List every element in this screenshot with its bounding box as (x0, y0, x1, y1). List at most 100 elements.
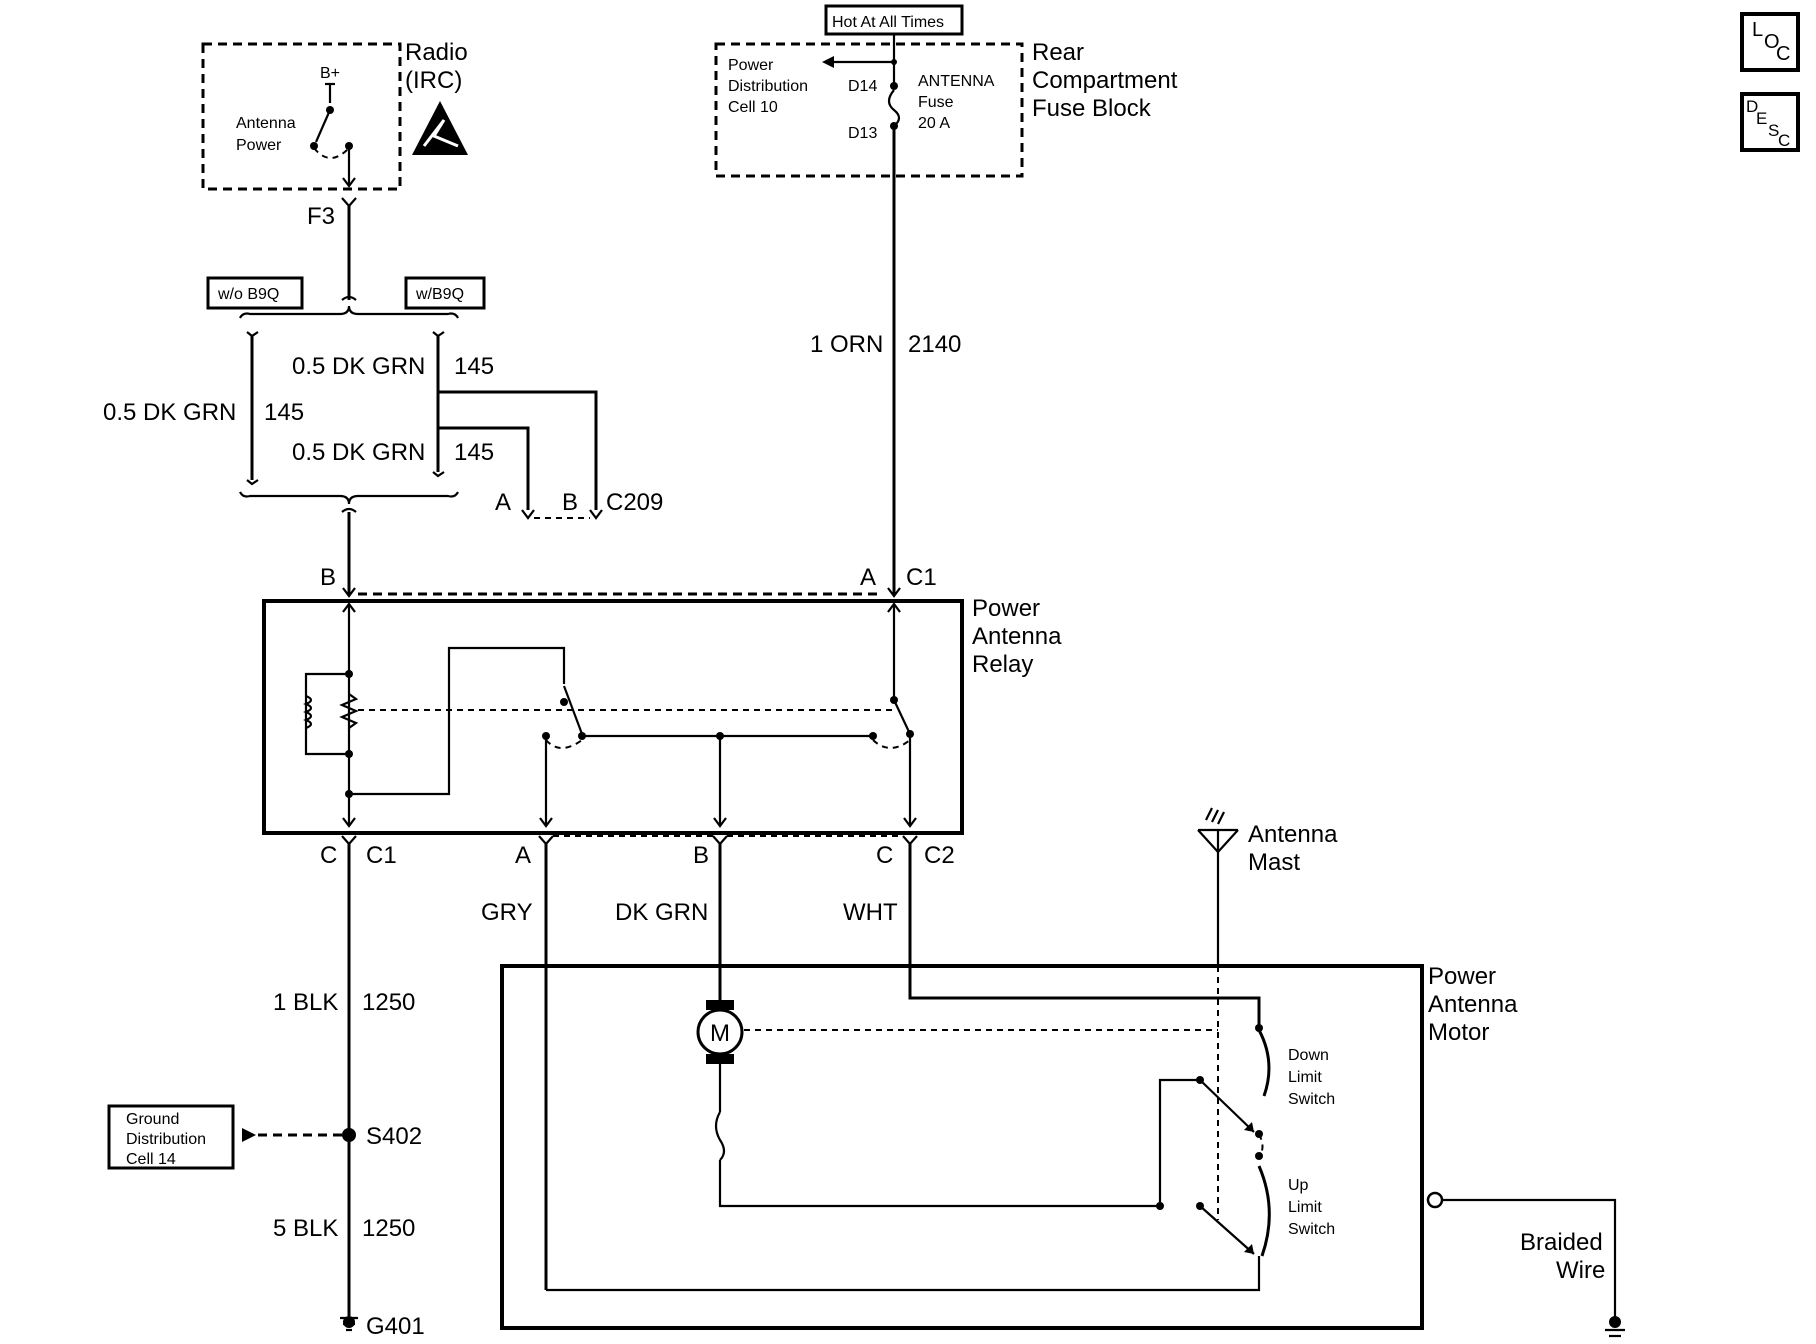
svg-text:L: L (1752, 19, 1763, 41)
svg-text:w/B9Q: w/B9Q (415, 286, 464, 303)
wire-gry-label: GRY (481, 899, 533, 926)
svg-text:D: D (1746, 97, 1758, 116)
wire-blk1-color: 1 BLK (273, 989, 338, 1016)
radio-label-2: (IRC) (405, 67, 462, 94)
svg-text:O: O (1764, 31, 1780, 53)
relay-label-1: Power (972, 595, 1040, 622)
antenna-power-label-1: Antenna (236, 115, 296, 132)
wire-dkgrn-b-circuit: 145 (454, 439, 494, 466)
fuse-icon (887, 89, 901, 127)
svg-text:Ground: Ground (126, 1111, 179, 1128)
fuse-label-2: Fuse (918, 94, 954, 111)
wire-blk5-color: 5 BLK (273, 1215, 338, 1242)
svg-text:S: S (1768, 121, 1779, 140)
relay-bottom-connector-c2: C2 (924, 842, 955, 869)
wire-wht-label: WHT (843, 899, 898, 926)
ground-distribution-box: Ground Distribution Cell 14 (107, 1104, 342, 1170)
svg-text:E: E (1756, 109, 1767, 128)
pdc-label-2: Distribution (728, 78, 808, 95)
svg-text:Switch: Switch (1288, 1091, 1335, 1108)
pin-d14: D14 (848, 78, 877, 95)
svg-text:C: C (1778, 131, 1790, 150)
motor-label-1: Power (1428, 963, 1496, 990)
esd-icon (412, 101, 468, 155)
braided-ground-icon (1605, 1316, 1625, 1338)
relay-label-2: Antenna (972, 623, 1062, 650)
c209-pin-b: B (562, 489, 578, 516)
svg-text:Down: Down (1288, 1047, 1329, 1064)
wire-dkgrn-b-color: 0.5 DK GRN (292, 439, 425, 466)
splice-s402-icon (342, 1128, 356, 1142)
bplus-label: B+ (320, 65, 340, 82)
fuse-label-3: 20 A (918, 115, 950, 132)
circuit-breaker-icon (714, 1111, 726, 1161)
option-tag-without-b9q: w/o B9Q (206, 276, 304, 310)
svg-text:Cell 14: Cell 14 (126, 1151, 176, 1168)
fuse-block-label-3: Fuse Block (1032, 95, 1152, 122)
wire-dkgrn-label: DK GRN (615, 899, 708, 926)
power-antenna-motor: Power Antenna Motor M Down Limit Switch … (500, 963, 1518, 1330)
motor-icon (696, 1008, 744, 1056)
motor-symbol: M (710, 1020, 730, 1047)
relay-bottom-pin-c2: C (876, 842, 893, 869)
hot-at-all-times-tag (824, 4, 964, 36)
svg-text:Limit: Limit (1288, 1199, 1322, 1216)
relay-bottom-pin-b: B (693, 842, 709, 869)
svg-text:Distribution: Distribution (126, 1131, 206, 1148)
ground-g401-icon (340, 1316, 358, 1332)
c209-pin-a: A (495, 489, 511, 516)
svg-text:Switch: Switch (1288, 1221, 1335, 1238)
svg-text:w/o B9Q: w/o B9Q (217, 286, 279, 303)
antenna-mast-icon (1197, 807, 1239, 966)
power-antenna-relay: Power Antenna Relay (262, 595, 1062, 835)
relay-resistor-icon (339, 693, 359, 729)
relay-coil-icon (303, 694, 313, 730)
antenna-label-1: Antenna (1248, 821, 1338, 848)
radio-label-1: Radio (405, 39, 468, 66)
splice-s402: S402 (366, 1123, 422, 1150)
relay-top-pin-a: A (860, 564, 876, 591)
svg-text:C: C (1776, 43, 1790, 65)
pin-d13: D13 (848, 125, 877, 142)
description-icon[interactable]: D E S C (1740, 92, 1800, 152)
wire-wht (908, 844, 1261, 1028)
svg-text:Hot At All Times: Hot At All Times (832, 14, 944, 31)
svg-text:Up: Up (1288, 1177, 1309, 1194)
fuse-label-1: ANTENNA (918, 73, 995, 90)
motor-label-2: Antenna (1428, 991, 1518, 1018)
pdc-label-3: Cell 10 (728, 99, 778, 116)
relay-top-connector-c1: C1 (906, 564, 937, 591)
wire-orn-circuit: 2140 (908, 331, 961, 358)
c209-connector: C209 (606, 489, 663, 516)
fuse-block-label-2: Compartment (1032, 67, 1178, 94)
relay-top-pin-b: B (320, 564, 336, 591)
location-icon[interactable]: L O C (1740, 12, 1800, 72)
wire-orn-color: 1 ORN (810, 331, 883, 358)
relay-bottom-pin-a: A (515, 842, 531, 869)
svg-text:Limit: Limit (1288, 1069, 1322, 1086)
antenna-power-label-2: Power (236, 137, 282, 154)
wire-dkgrn-main-color: 0.5 DK GRN (103, 399, 236, 426)
fuse-block: Hot At All Times Power Distribution Cell… (714, 4, 1178, 178)
wire-dkgrn-a-color: 0.5 DK GRN (292, 353, 425, 380)
relay-bottom-connector-c1: C1 (366, 842, 397, 869)
radio-component: Radio (IRC) B+ Antenna Power F3 (201, 39, 468, 230)
braided-wire (1442, 1198, 1617, 1320)
ground-g401: G401 (366, 1313, 425, 1340)
motor-label-3: Motor (1428, 1019, 1489, 1046)
wire-blk5-circuit: 1250 (362, 1215, 415, 1242)
braided-wire-label-1: Braided (1520, 1229, 1603, 1256)
antenna-label-2: Mast (1248, 849, 1300, 876)
down-limit-switch-contact (1257, 1029, 1271, 1097)
wire-dkgrn-main-circuit: 145 (264, 399, 304, 426)
wire-dkgrn-a-circuit: 145 (454, 353, 494, 380)
up-limit-switch-contact (1257, 1165, 1271, 1257)
wire-blk1-circuit: 1250 (362, 989, 415, 1016)
option-tag-with-b9q: w/B9Q (404, 276, 486, 310)
relay-bottom-pin-c: C (320, 842, 337, 869)
relay-label-3: Relay (972, 651, 1033, 678)
fuse-block-label-1: Rear (1032, 39, 1084, 66)
braided-wire-label-2: Wire (1556, 1257, 1605, 1284)
connector-f3: F3 (307, 203, 335, 230)
